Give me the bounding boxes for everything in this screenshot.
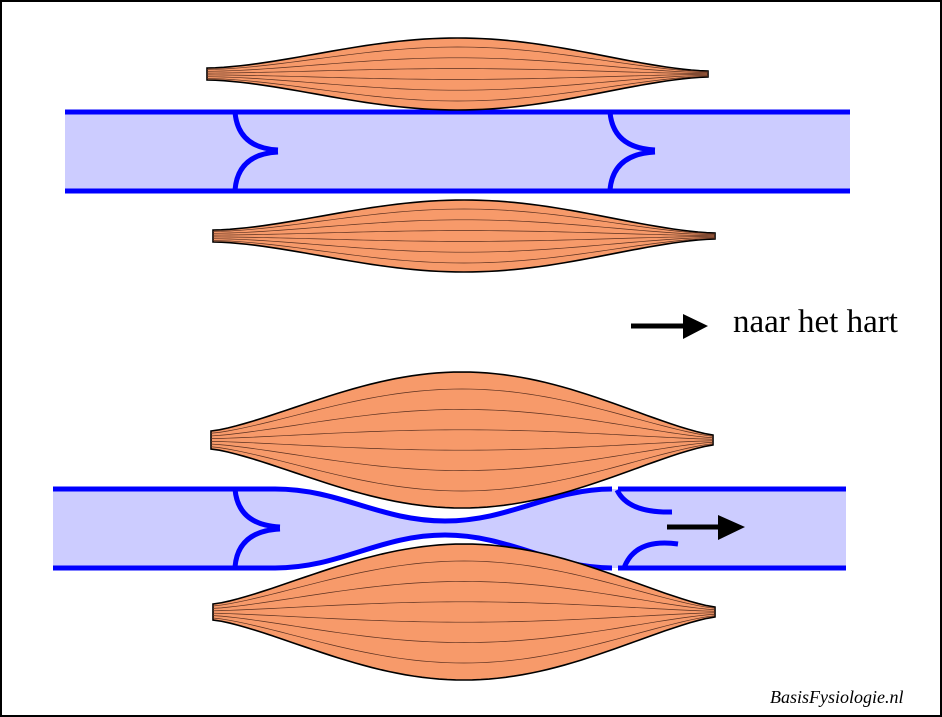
muscle-relaxed-lower [212, 199, 716, 273]
muscle-body [206, 37, 709, 111]
muscle-fiber [210, 409, 714, 439]
muscle-fiber [212, 237, 716, 264]
muscle-fiber [212, 208, 716, 235]
vein-relaxed [65, 109, 850, 194]
flow-arrow-icon [667, 515, 745, 540]
muscle-contracted-lower [212, 543, 716, 681]
muscle-fiber [212, 615, 716, 664]
muscle-fiber [206, 57, 709, 73]
muscle-fiber [210, 429, 714, 440]
muscle-relaxed-upper [206, 37, 709, 111]
vein-compressed [53, 486, 846, 571]
watermark: BasisFysiologie.nl [770, 687, 904, 707]
muscle-body [212, 199, 716, 273]
muscle-contracted-upper [210, 371, 714, 509]
muscle-fiber [212, 237, 716, 253]
muscle-fiber [210, 440, 714, 451]
muscle-fiber [212, 581, 716, 611]
legend-label: naar het hart [733, 304, 898, 340]
muscle-fiber [206, 74, 709, 80]
valve-open [614, 488, 679, 569]
muscle-fiber [206, 68, 709, 74]
muscle-fiber [210, 443, 714, 492]
muscle-fiber [212, 612, 716, 623]
muscle-fiber [206, 75, 709, 91]
valve-closed [232, 111, 279, 191]
muscle-fiber [212, 601, 716, 612]
valve-closed [607, 111, 656, 191]
muscle-fiber [210, 388, 714, 437]
muscle-fiber [212, 613, 716, 643]
muscle-fiber [206, 46, 709, 73]
muscle-fiber [206, 75, 709, 102]
muscle-fiber [212, 560, 716, 609]
valve-closed [232, 488, 281, 568]
right-arrow-icon [631, 314, 708, 339]
muscle-fiber [212, 219, 716, 235]
muscle-fiber [210, 441, 714, 471]
muscle-fiber [212, 236, 716, 242]
muscle-fiber [212, 230, 716, 236]
